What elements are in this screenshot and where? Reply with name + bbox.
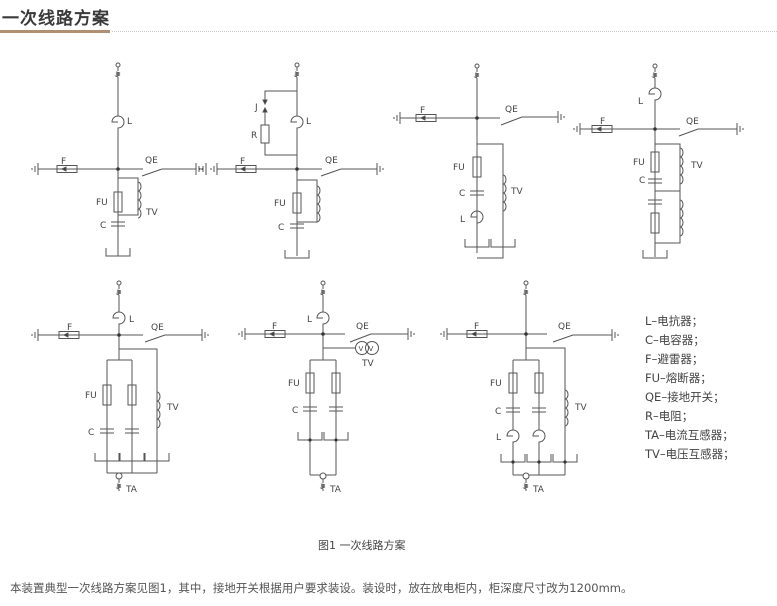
label-FU: FU	[633, 158, 645, 168]
legend-item: QE–接地开关；	[645, 390, 725, 404]
label-TA: TA	[532, 485, 545, 495]
label-C: C	[292, 406, 298, 416]
circuit-scheme-7	[440, 280, 619, 491]
label-QE: QE	[325, 156, 338, 166]
label-FU: FU	[85, 391, 97, 401]
label-L: L	[306, 117, 311, 127]
circuit-scheme-6	[238, 280, 415, 491]
circuit-scheme-4	[573, 63, 744, 259]
legend-item: TV–电压互感器；	[645, 447, 735, 461]
legend-item: L–电抗器；	[645, 314, 704, 328]
label-FU: FU	[288, 379, 300, 389]
label-L: L	[638, 97, 643, 107]
label-QE: QE	[686, 117, 699, 127]
label-QE: QE	[558, 322, 571, 332]
circuit-scheme-3	[393, 63, 565, 259]
label-C: C	[639, 176, 645, 186]
label-TV: TV	[361, 359, 374, 369]
legend-item: FU–熔断器；	[645, 371, 712, 385]
label-C: C	[278, 223, 284, 233]
label-F: F	[474, 322, 479, 332]
section-title: 一次线路方案	[2, 9, 110, 29]
label-F: F	[420, 106, 425, 116]
label-TV: TV	[166, 403, 179, 413]
label-C: C	[495, 407, 501, 417]
label-TA: TA	[329, 485, 342, 495]
label-C: C	[459, 189, 465, 199]
circuit-scheme-5	[31, 280, 209, 491]
label-FU: FU	[96, 198, 108, 208]
label-QE: QE	[505, 105, 518, 115]
component-labels: L F QE FU C TV L J R F QE FU C F QE FU C…	[61, 97, 703, 495]
label-QE: QE	[356, 322, 369, 332]
label-V: V	[359, 345, 364, 353]
label-C: C	[88, 428, 94, 438]
figure-caption: 图1 一次线路方案	[318, 539, 406, 552]
legend-item: TA–电流互感器；	[645, 428, 734, 442]
title-underline	[0, 30, 110, 33]
label-L: L	[496, 433, 501, 443]
label-TA: TA	[125, 485, 138, 495]
label-FU: FU	[453, 163, 465, 173]
label-QE: QE	[145, 156, 158, 166]
label-L: L	[307, 315, 312, 325]
label-F: F	[600, 117, 605, 127]
label-F: F	[61, 157, 66, 167]
label-FU: FU	[274, 199, 286, 209]
title-divider	[112, 31, 777, 32]
label-F: F	[240, 157, 245, 167]
label-C: C	[100, 221, 106, 231]
label-F: F	[272, 322, 277, 332]
label-TV: TV	[690, 161, 703, 171]
label-TV: TV	[574, 403, 587, 413]
legend-item: C–电容器；	[645, 333, 705, 347]
label-L: L	[129, 315, 134, 325]
label-F: F	[67, 323, 72, 333]
label-J: J	[254, 103, 258, 113]
legend-item: F–避雷器；	[645, 352, 704, 366]
label-TV: TV	[510, 187, 523, 197]
circuit-scheme-2	[199, 62, 384, 259]
circuit-diagram: L F QE FU C TV L J R F QE FU C F QE FU C…	[31, 62, 744, 495]
label-L: L	[460, 215, 465, 225]
label-QE: QE	[151, 323, 164, 333]
label-TV: TV	[145, 208, 158, 218]
circuit-scheme-1	[31, 62, 203, 257]
label-R: R	[251, 131, 257, 141]
label-L: L	[127, 117, 132, 127]
legend-item: R–电阻；	[645, 409, 694, 423]
legend: L–电抗器； C–电容器； F–避雷器； FU–熔断器； QE–接地开关； R–…	[645, 312, 735, 464]
label-FU: FU	[490, 379, 502, 389]
label-V: V	[369, 345, 374, 353]
description-text: 本装置典型一次线路方案见图1，其中，接地开关根据用户要求装设。装设时，放在放电柜…	[10, 581, 633, 595]
